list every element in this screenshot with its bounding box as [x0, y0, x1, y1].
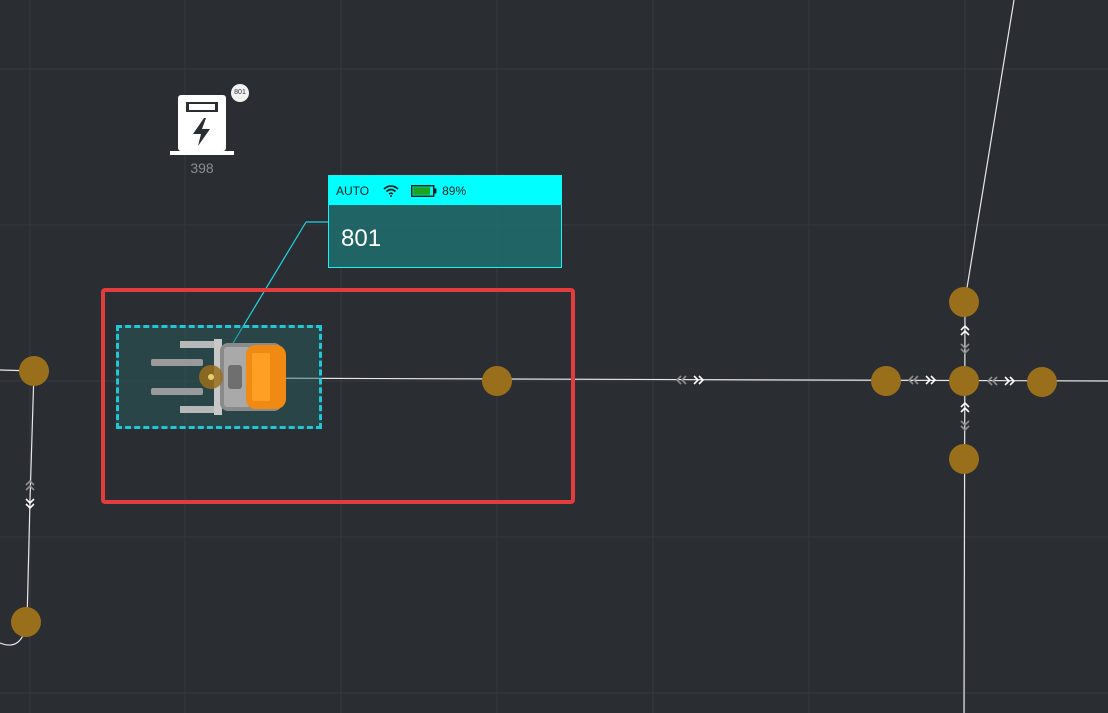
waypoint-nodes: [11, 287, 1057, 637]
forklift-vehicle[interactable]: [116, 325, 322, 429]
waypoint-node[interactable]: [949, 366, 979, 396]
selection-rectangle: [101, 288, 575, 504]
vehicle-mode: AUTO: [336, 183, 370, 198]
forklift-icon: [151, 339, 286, 415]
battery-icon: [411, 184, 437, 197]
waypoint-node[interactable]: [949, 287, 979, 317]
charger-id-label: 398: [190, 160, 214, 176]
waypoint-node[interactable]: [19, 356, 49, 386]
vehicle-info-card[interactable]: AUTO 89% 801: [328, 175, 562, 268]
charging-station-icon: [170, 95, 234, 155]
waypoint-node[interactable]: [871, 366, 901, 396]
waypoint-node[interactable]: [1027, 367, 1057, 397]
battery-percent: 89%: [442, 183, 467, 198]
vehicle-status-bar: AUTO 89%: [329, 176, 561, 205]
vehicle-id-label: 801: [341, 225, 382, 252]
waypoint-node[interactable]: [482, 366, 512, 396]
charging-station[interactable]: 801 398: [168, 84, 249, 178]
waypoint-node[interactable]: [949, 444, 979, 474]
charger-vehicle-badge: 801: [231, 84, 249, 102]
wifi-icon: [383, 184, 399, 197]
waypoint-node[interactable]: [11, 607, 41, 637]
direction-arrows: [25, 324, 1016, 510]
